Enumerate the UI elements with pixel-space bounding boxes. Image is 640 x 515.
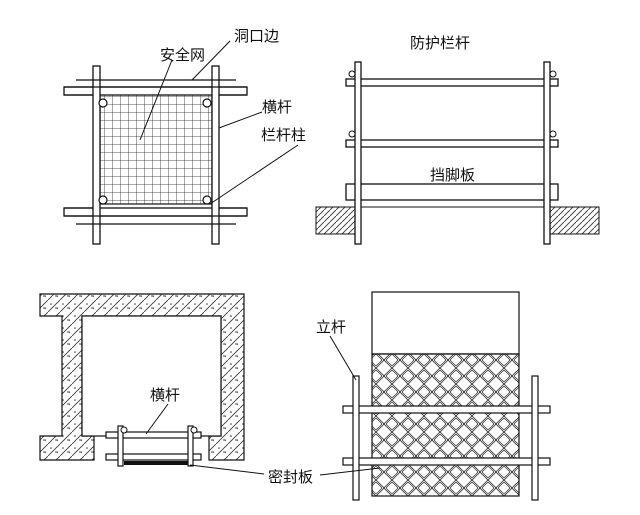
label-safety-net: 安全网 xyxy=(160,46,205,64)
opening-section: 立杆 密封板 xyxy=(268,291,551,501)
fastener xyxy=(190,426,198,434)
fastener xyxy=(549,70,557,78)
leader-hole-edge xyxy=(191,40,231,81)
leader-safety-net xyxy=(139,59,173,141)
rail-middle xyxy=(345,139,559,148)
leader-crossbar xyxy=(218,111,263,129)
post-left xyxy=(354,61,362,245)
bar-upper xyxy=(342,405,551,414)
vertical-pole-left xyxy=(352,375,360,501)
label-seal-plate: 密封板 xyxy=(268,468,313,486)
fastener xyxy=(549,130,557,138)
wall-opening-plan: 横杆 xyxy=(39,293,265,475)
bar-lower xyxy=(342,457,551,466)
label-crossbar-top: 横杆 xyxy=(262,98,292,116)
fastener xyxy=(98,195,108,205)
ground-left xyxy=(315,206,357,235)
seal-plate xyxy=(124,461,188,465)
fastener xyxy=(202,195,212,205)
post-left xyxy=(117,425,124,467)
crossbar-upper xyxy=(105,431,202,439)
hole-net-plan: 洞口边 安全网 横杆 栏杆柱 xyxy=(63,27,306,245)
filled-wall xyxy=(371,353,520,497)
post-right xyxy=(543,61,551,245)
label-vertical-pole: 立杆 xyxy=(316,318,346,336)
label-guard-railing: 防护栏杆 xyxy=(410,34,470,52)
toe-board xyxy=(345,183,559,201)
leader-railing-post xyxy=(209,144,299,205)
ground-right xyxy=(548,206,600,235)
label-crossbar-bottom: 横杆 xyxy=(150,386,180,404)
vertical-pole-right xyxy=(531,375,539,501)
crossbar-lower xyxy=(105,453,202,461)
safety-net xyxy=(99,91,213,205)
fastener xyxy=(348,130,356,138)
fastener xyxy=(202,98,212,108)
rail-top xyxy=(345,78,559,87)
leader-vertical-pole xyxy=(329,335,357,381)
label-hole-edge: 洞口边 xyxy=(234,27,279,45)
fastener xyxy=(98,98,108,108)
railing-post-left xyxy=(92,65,101,245)
leader-crossbar xyxy=(145,403,169,435)
fastener xyxy=(120,426,128,434)
leader-seal-plate-right xyxy=(319,467,381,476)
railing-post-right xyxy=(211,65,220,245)
upper-wall xyxy=(371,291,520,355)
label-toe-board: 挡脚板 xyxy=(430,166,475,184)
label-railing-post: 栏杆柱 xyxy=(261,126,306,144)
post-right xyxy=(187,425,194,467)
fastener xyxy=(348,70,356,78)
guard-railing-elevation: 防护栏杆 挡脚板 xyxy=(315,34,600,245)
leader-seal-plate xyxy=(189,464,265,475)
